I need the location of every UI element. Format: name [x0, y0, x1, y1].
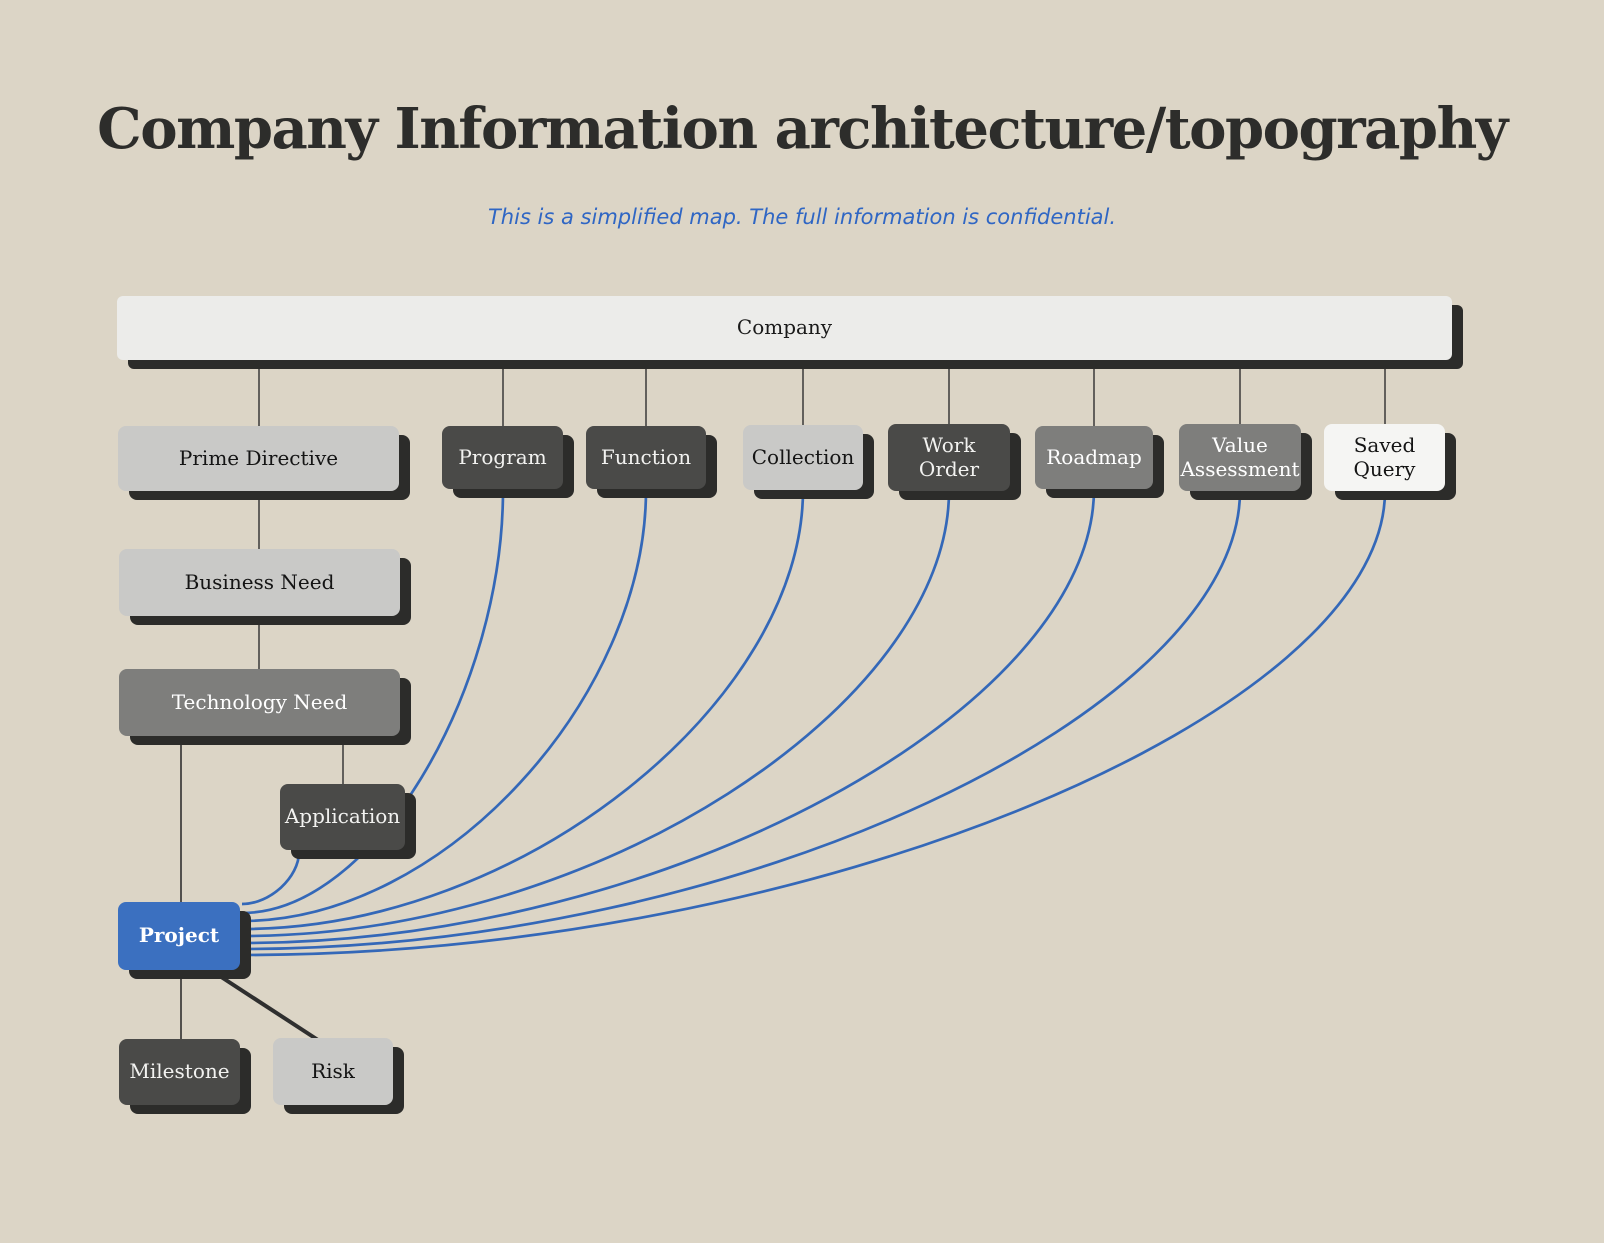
node-saved-query-label: Saved Query: [1353, 432, 1416, 481]
node-project[interactable]: Project: [118, 902, 240, 970]
node-company[interactable]: Company: [117, 296, 1452, 360]
node-program-label: Program: [458, 444, 547, 469]
relation-edge-project-work-order: [241, 490, 951, 938]
node-program[interactable]: Program: [442, 426, 563, 489]
page-title: Company Information architecture/topogra…: [97, 96, 1508, 162]
node-collection[interactable]: Collection: [743, 425, 863, 490]
node-business-need[interactable]: Business Need: [119, 549, 400, 616]
node-work-order[interactable]: Work Order: [888, 424, 1010, 491]
node-technology-need[interactable]: Technology Need: [119, 669, 400, 736]
node-saved-query[interactable]: Saved Query: [1324, 424, 1445, 491]
relation-edge-project-application: [241, 851, 301, 906]
node-application[interactable]: Application: [280, 784, 405, 850]
node-value-assessment[interactable]: Value Assessment: [1179, 424, 1301, 491]
node-technology-need-label: Technology Need: [171, 689, 348, 714]
node-company-label: Company: [736, 315, 833, 340]
relation-edge-project-saved-query: [241, 490, 1387, 957]
node-roadmap-label: Roadmap: [1046, 444, 1142, 469]
relation-edge-project-collection: [241, 489, 805, 931]
relation-edge-project-value-assessment: [241, 490, 1242, 951]
subtitle: This is a simplified map. The full infor…: [487, 205, 1117, 229]
relation-edge-project-program: [241, 489, 505, 915]
node-prime-directive[interactable]: Prime Directive: [118, 426, 399, 491]
node-work-order-label: Work Order: [918, 432, 980, 481]
node-milestone-label: Milestone: [129, 1059, 230, 1084]
node-risk-label: Risk: [311, 1058, 355, 1083]
node-milestone[interactable]: Milestone: [119, 1039, 240, 1105]
relation-edge-project-roadmap: [241, 488, 1096, 945]
node-risk[interactable]: Risk: [273, 1038, 393, 1105]
node-application-label: Application: [284, 804, 401, 829]
node-roadmap[interactable]: Roadmap: [1035, 426, 1153, 489]
node-prime-directive-label: Prime Directive: [178, 445, 339, 470]
node-function-label: Function: [600, 444, 692, 469]
node-function[interactable]: Function: [586, 426, 706, 489]
node-project-label: Project: [138, 923, 220, 948]
node-business-need-label: Business Need: [184, 569, 335, 594]
relation-edge-project-function: [241, 489, 648, 923]
edge-project-risk: [207, 967, 320, 1042]
node-value-assessment-label: Value Assessment: [1180, 432, 1300, 481]
node-collection-label: Collection: [751, 444, 855, 469]
